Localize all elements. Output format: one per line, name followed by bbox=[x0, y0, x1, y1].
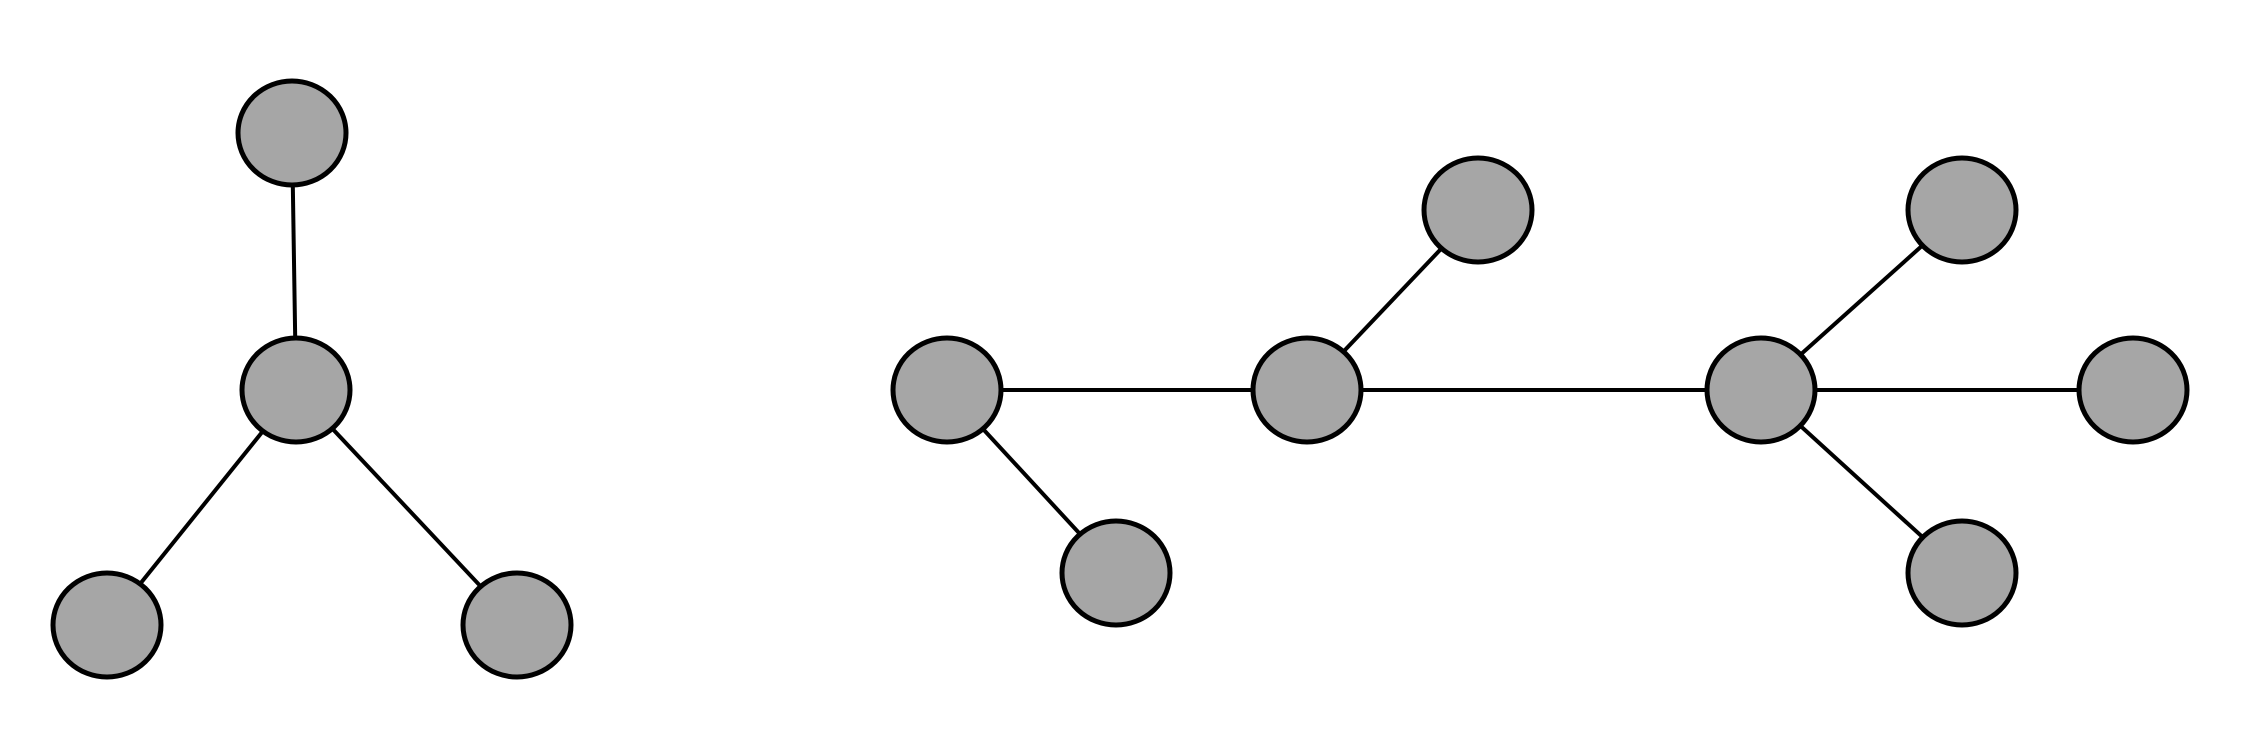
caterpillar-tree-node-5 bbox=[1905, 155, 2019, 265]
star-graph-node-2 bbox=[50, 570, 164, 680]
caterpillar-tree-node-4 bbox=[1704, 335, 1818, 445]
caterpillar-tree-node-1 bbox=[1059, 518, 1173, 628]
star-graph-node-0 bbox=[239, 335, 353, 445]
caterpillar-tree-node-7 bbox=[1905, 518, 2019, 628]
star-graph bbox=[50, 78, 574, 680]
star-graph-node-1 bbox=[235, 78, 349, 188]
caterpillar-tree-graph bbox=[890, 155, 2190, 628]
caterpillar-tree-node-2 bbox=[1250, 335, 1364, 445]
caterpillar-tree-node-3 bbox=[1421, 155, 1535, 265]
caterpillar-tree-node-6 bbox=[2076, 335, 2190, 445]
caterpillar-tree-node-0 bbox=[890, 335, 1004, 445]
star-graph-node-3 bbox=[460, 570, 574, 680]
